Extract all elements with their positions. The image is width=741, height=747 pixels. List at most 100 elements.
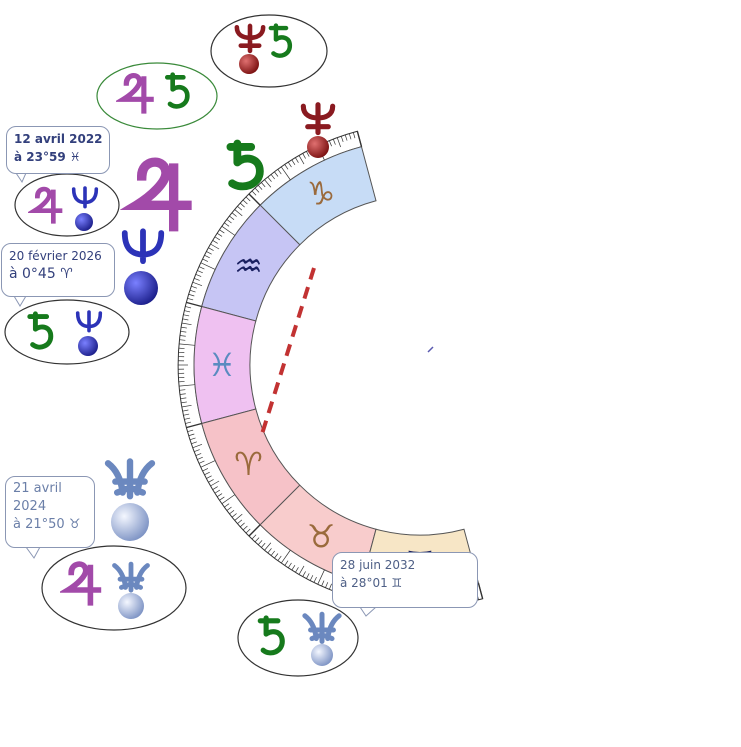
degree-tick xyxy=(313,576,317,583)
degree-tick xyxy=(325,582,329,588)
callout-date: 21 avril xyxy=(13,481,62,496)
degree-tick xyxy=(180,326,187,329)
degree-tick xyxy=(180,330,187,333)
degree-tick xyxy=(180,397,187,400)
degree-tick xyxy=(214,236,221,241)
degree-tick xyxy=(306,573,310,579)
degree-tick xyxy=(195,274,202,277)
degree-tick xyxy=(219,496,225,501)
callout-degree: à 21°50 ♉ xyxy=(13,517,81,532)
degree-tick xyxy=(274,171,279,177)
callout-jupiter-pluto-date: 21 avril 2024 à 21°50 ♉ xyxy=(5,476,95,548)
degree-tick xyxy=(260,542,266,548)
callout-tail xyxy=(359,606,378,617)
degree-tick xyxy=(264,542,272,551)
degree-tick xyxy=(251,190,257,196)
degree-tick xyxy=(234,209,243,217)
degree-tick xyxy=(226,506,232,511)
degree-tick xyxy=(210,243,220,250)
degree-tick xyxy=(180,401,187,404)
degree-tick xyxy=(309,575,314,581)
degree-tick xyxy=(187,297,194,301)
degree-tick xyxy=(231,212,237,217)
degree-tick xyxy=(197,270,203,274)
aries-glyph-icon: ♈ xyxy=(234,445,263,483)
degree-tick xyxy=(182,409,189,412)
callout-jupiter-neptune-date: 12 avril 2022 à 23°59 ♓ xyxy=(6,126,110,174)
degree-tick xyxy=(193,277,200,281)
degree-tick xyxy=(179,389,186,391)
degree-tick xyxy=(280,166,291,181)
degree-tick xyxy=(188,433,195,437)
inner-tick-mark xyxy=(427,346,434,353)
capricorn-glyph-icon: ♑ xyxy=(307,175,336,213)
degree-tick xyxy=(200,262,216,270)
degree-tick xyxy=(179,393,186,395)
degree-tick xyxy=(274,553,279,559)
transit-marker-line xyxy=(260,267,316,435)
degree-tick xyxy=(226,219,232,224)
degree-tick xyxy=(329,583,332,590)
degree-tick xyxy=(214,489,221,494)
degree-tick xyxy=(352,132,356,139)
degree-tick xyxy=(234,513,243,521)
degree-tick xyxy=(295,567,299,573)
oval-jupiter-neptune xyxy=(14,173,120,237)
degree-tick xyxy=(260,182,266,188)
degree-tick xyxy=(195,453,202,456)
zodiac-ring: ♑♒♓♈♉♊ xyxy=(177,130,484,608)
degree-tick xyxy=(184,417,191,420)
degree-tick xyxy=(344,134,348,141)
degree-tick xyxy=(206,475,212,479)
degree-tick xyxy=(477,583,484,599)
pluto-icon xyxy=(115,564,148,619)
degree-tick xyxy=(198,460,205,464)
degree-tick xyxy=(284,560,289,566)
degree-tick xyxy=(321,580,325,587)
degree-tick xyxy=(298,565,305,575)
oval-jupiter-pluto xyxy=(41,545,187,631)
degree-tick xyxy=(182,318,189,321)
degree-tick xyxy=(185,306,192,309)
degree-tick xyxy=(178,343,195,346)
degree-tick xyxy=(280,549,291,564)
callout-year: 2024 xyxy=(13,499,47,514)
degree-tick xyxy=(291,564,296,571)
degree-tick xyxy=(264,179,272,188)
degree-tick xyxy=(237,205,243,211)
callout-saturn-pluto-date: 28 juin 2032 à 28°01 ♊ xyxy=(332,552,478,608)
degree-tick xyxy=(189,437,196,441)
callout-saturn-neptune-date: 20 février 2026 à 0°45 ♈ xyxy=(1,243,115,297)
degree-tick xyxy=(242,199,248,205)
degree-tick xyxy=(192,281,203,286)
degree-tick xyxy=(204,254,210,259)
jupiter-icon xyxy=(136,162,187,227)
callout-date: 12 avril 2022 xyxy=(14,132,103,146)
degree-tick xyxy=(284,164,289,170)
callout-tail xyxy=(25,546,41,559)
degree-tick xyxy=(254,537,260,543)
degree-tick xyxy=(179,339,186,341)
taurus-glyph-icon: ♉ xyxy=(307,517,336,555)
degree-tick xyxy=(239,522,245,528)
degree-tick xyxy=(206,251,212,255)
degree-tick xyxy=(189,289,196,293)
degree-tick xyxy=(210,480,220,487)
callout-date: 20 février 2026 xyxy=(9,249,102,263)
degree-tick xyxy=(291,159,296,166)
degree-tick xyxy=(186,422,202,429)
degree-tick xyxy=(239,202,245,208)
degree-tick xyxy=(348,133,352,140)
degree-tick xyxy=(216,493,223,498)
callout-degree: à 23°59 ♓ xyxy=(14,150,81,164)
degree-tick xyxy=(277,169,282,175)
degree-tick xyxy=(204,471,210,476)
oval-jupiter-saturn xyxy=(96,62,218,130)
degree-tick xyxy=(219,229,225,234)
oval-uranus-saturn xyxy=(210,14,328,88)
callout-date: 28 juin 2032 xyxy=(340,558,416,572)
degree-tick xyxy=(298,155,305,165)
oval-saturn-neptune xyxy=(4,299,130,365)
degree-tick xyxy=(356,131,363,147)
